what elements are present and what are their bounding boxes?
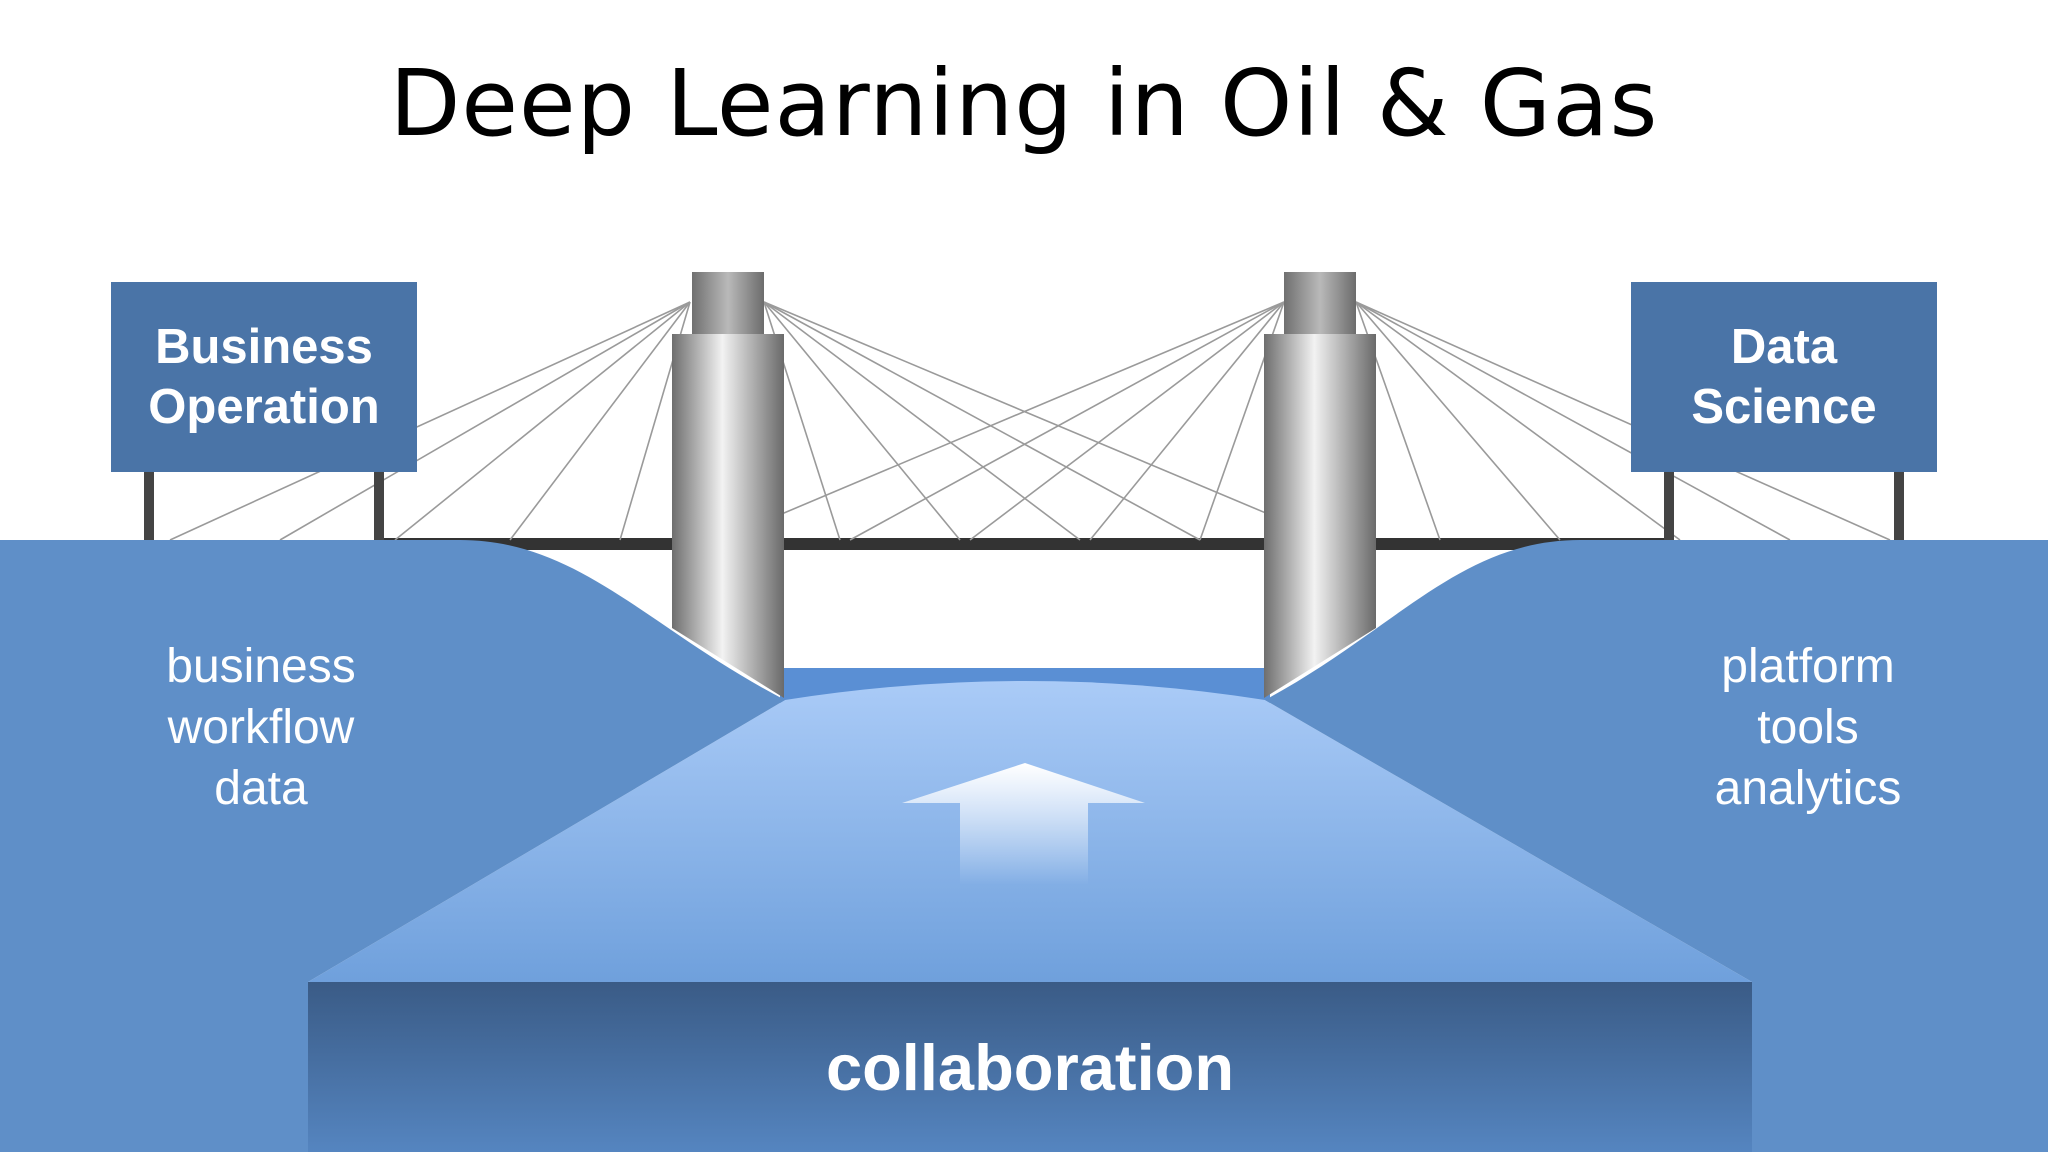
road-front bbox=[308, 982, 1752, 1152]
left-bank-list: business workflow data bbox=[81, 636, 441, 819]
right-bank-list: platform tools analytics bbox=[1628, 636, 1988, 819]
sign-line: Data bbox=[1730, 320, 1838, 374]
business-operation-sign: Business Operation bbox=[111, 282, 417, 472]
left-bank bbox=[0, 540, 785, 1152]
left-sign-post-1 bbox=[144, 470, 154, 540]
right-bank bbox=[1265, 540, 2048, 1152]
list-item: tools bbox=[1757, 701, 1859, 754]
left-sign-post-2 bbox=[374, 470, 384, 540]
right-sign-post-1 bbox=[1664, 470, 1674, 540]
right-sign-post-2 bbox=[1894, 470, 1904, 540]
list-item: platform bbox=[1721, 640, 1895, 693]
list-item: workflow bbox=[167, 701, 355, 754]
list-item: analytics bbox=[1714, 762, 1902, 815]
up-arrow-icon bbox=[902, 763, 1145, 885]
list-item: data bbox=[214, 762, 308, 815]
bridge-deck bbox=[380, 538, 1670, 550]
data-science-sign: Data Science bbox=[1631, 282, 1937, 472]
sign-line: Business bbox=[155, 320, 373, 374]
slide-title: Deep Learning in Oil & Gas bbox=[389, 50, 1659, 157]
sign-line: Science bbox=[1691, 380, 1877, 434]
sign-line: Operation bbox=[148, 380, 380, 434]
left-tower bbox=[672, 272, 784, 698]
list-item: business bbox=[166, 640, 356, 693]
collaboration-label: collaboration bbox=[825, 1031, 1235, 1104]
right-tower bbox=[1264, 272, 1376, 698]
